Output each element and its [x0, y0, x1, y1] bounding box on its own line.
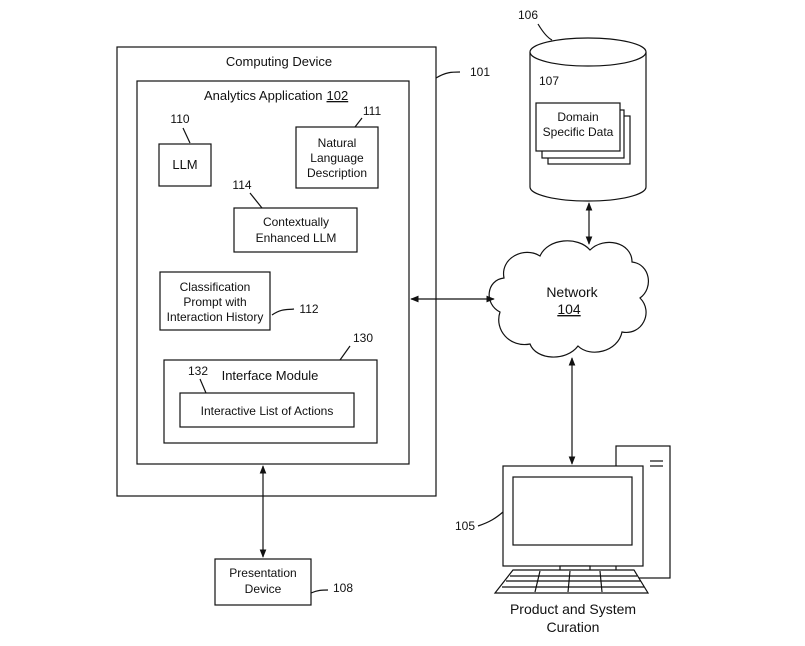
- domain-specific-data-stack: Domain Specific Data 107: [535, 74, 631, 165]
- analytics-app-title: Analytics Application: [204, 88, 323, 103]
- presentation-device-box: Presentation Device 108: [214, 558, 353, 606]
- ref-104: 104: [557, 301, 581, 317]
- network-label: Network: [546, 284, 598, 300]
- ref-112: 112: [299, 302, 318, 316]
- ref-105: 105: [455, 519, 475, 533]
- natural-language-description-box: Natural Language Description 111: [295, 104, 382, 189]
- llm-label: LLM: [172, 157, 197, 172]
- contextual-line2: Enhanced LLM: [256, 231, 337, 245]
- domain-line2: Specific Data: [543, 125, 614, 139]
- classification-line3: Interaction History: [167, 310, 264, 324]
- presentation-line1: Presentation: [229, 566, 296, 580]
- ref-108: 108: [333, 581, 353, 595]
- ref-106: 106: [518, 8, 538, 22]
- computer: 105 Product and System Curation: [455, 445, 671, 635]
- ref-130: 130: [353, 331, 373, 345]
- computing-device-title: Computing Device: [226, 54, 332, 69]
- ref-107: 107: [539, 74, 559, 88]
- ref-111: 111: [363, 104, 382, 118]
- ref-102: 102: [327, 88, 349, 103]
- classification-line1: Classification: [180, 280, 251, 294]
- classification-line2: Prompt with: [183, 295, 246, 309]
- contextually-enhanced-llm-box: Contextually Enhanced LLM 114: [232, 178, 358, 253]
- nl-line1: Natural: [318, 136, 357, 150]
- contextual-line1: Contextually: [263, 215, 329, 229]
- presentation-line2: Device: [245, 582, 282, 596]
- network-cloud: Network 104: [488, 240, 649, 358]
- interactive-list-label: Interactive List of Actions: [201, 404, 334, 418]
- ref-101-callout: 101: [435, 65, 490, 79]
- interface-module-title: Interface Module: [222, 368, 319, 383]
- ref-101: 101: [470, 65, 490, 79]
- nl-line2: Language: [310, 151, 364, 165]
- domain-line1: Domain: [557, 110, 598, 124]
- ref-132: 132: [188, 364, 208, 378]
- interface-module: Interface Module 130 Interactive List of…: [163, 331, 378, 444]
- interactive-list-box: [179, 392, 355, 428]
- classification-prompt-box: Classification Prompt with Interaction H…: [159, 271, 319, 331]
- computer-screen: [512, 476, 633, 546]
- computer-caption-line1: Product and System: [510, 601, 636, 617]
- ref-110: 110: [170, 112, 189, 126]
- nl-line3: Description: [307, 166, 367, 180]
- computer-caption-line2: Curation: [547, 619, 600, 635]
- llm-box: LLM 110: [158, 112, 212, 187]
- ref-114: 114: [232, 178, 251, 192]
